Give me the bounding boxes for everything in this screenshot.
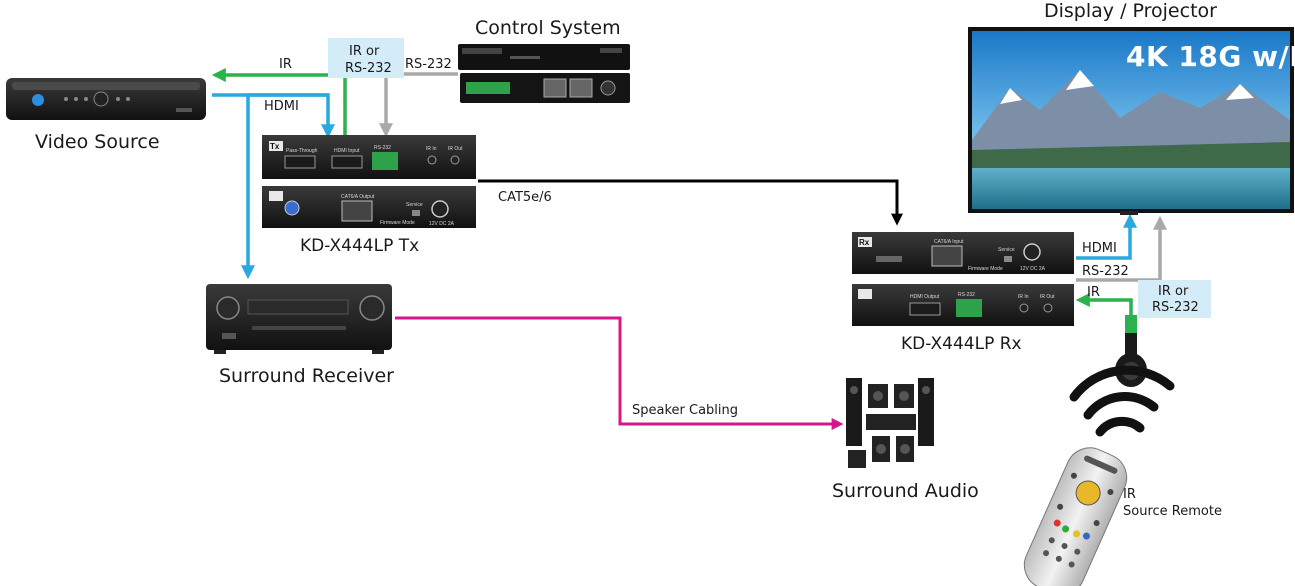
ir-or-rs232-rx-line1: IR or xyxy=(1158,284,1189,299)
rx-rs232-label: RS-232 xyxy=(958,292,975,298)
rx-rs232-port xyxy=(956,299,982,317)
tx-badge xyxy=(269,141,283,151)
display-label: Display / Projector xyxy=(1044,0,1217,22)
tx-ir-in-port xyxy=(427,155,437,165)
surround-receiver-label: Surround Receiver xyxy=(219,365,394,387)
speaker-cabling-wire xyxy=(395,316,844,430)
rx-cat-input-port xyxy=(931,245,963,267)
rx-cat-input-label: CAT6/A Input xyxy=(934,239,964,245)
cat-tx-to-rx-wire xyxy=(478,179,903,226)
tx-rs232-label: RS-232 xyxy=(374,145,391,151)
rx-ir-out-port xyxy=(1043,303,1053,313)
receiver-volume-knob xyxy=(359,295,385,321)
tx-firmware-mode-label: Firmware Mode xyxy=(380,220,415,226)
tx-label: KD-X444LP Tx xyxy=(300,236,419,256)
rx-device: Rx CAT6/A Input Firmware Mode Service 12… xyxy=(852,232,1074,326)
rx-hdmi-output-label: HDMI Output xyxy=(910,294,940,300)
display-device: 4K 18G w/HDR xyxy=(968,27,1295,215)
hdmi-rx-to-display-wire xyxy=(1076,213,1137,260)
video-source-label: Video Source xyxy=(35,131,160,153)
rx-badge xyxy=(858,237,872,247)
rx-ir-in-port xyxy=(1019,303,1029,313)
surround-audio-label: Surround Audio xyxy=(832,480,979,502)
tx-badge-text: Tx xyxy=(270,142,280,151)
rx-firmware-mode-label: Firmware Mode xyxy=(968,266,1003,272)
video-source-device xyxy=(6,78,206,120)
rx-ir-out-label: IR Out xyxy=(1040,294,1055,300)
surround-audio-speakers xyxy=(846,378,934,468)
tx-power-port xyxy=(431,200,449,218)
control-system-label: Control System xyxy=(475,17,621,39)
rs232-tx-wire-label: RS-232 xyxy=(405,57,452,72)
tx-ir-in-label: IR In xyxy=(426,146,437,152)
tx-service-label: Service xyxy=(406,202,423,208)
tx-hdmi-input-label: HDMI Input xyxy=(334,148,360,154)
ir-source-remote xyxy=(1023,447,1128,586)
cat-wire-label: CAT5e/6 xyxy=(498,190,552,205)
rx-ir-in-label: IR In xyxy=(1018,294,1029,300)
ir-tx-wire-label: IR xyxy=(279,57,292,72)
tx-edid-button-icon xyxy=(284,200,300,216)
receiver-input-knob xyxy=(216,296,240,320)
ir-remote-label-line1: IR xyxy=(1123,487,1136,502)
ir-or-rs232-tx-line2: RS-232 xyxy=(345,61,392,76)
rx-hdmi-output-port xyxy=(909,302,941,316)
tx-rs232-port xyxy=(372,152,398,170)
tx-pass-through-port xyxy=(284,155,316,169)
rx-badge-text: Rx xyxy=(859,238,870,247)
speaker-cabling-label: Speaker Cabling xyxy=(632,403,738,418)
ir-remote-label-line2: Source Remote xyxy=(1123,504,1222,519)
rs232-rx-wire-label: RS-232 xyxy=(1082,264,1129,279)
tx-cat-output-label: CAT6/A Output xyxy=(341,194,375,200)
wires xyxy=(211,68,1167,430)
rx-power-label: 12V DC 2A xyxy=(1020,266,1046,272)
rs232-control-to-tx-wire xyxy=(379,72,458,138)
surround-receiver-device xyxy=(206,284,392,354)
ir-or-rs232-tx-line1: IR or xyxy=(349,44,380,59)
rx-service-label: Service xyxy=(998,247,1015,253)
hdmi-tx-wire-label: HDMI xyxy=(264,99,299,114)
hdmi-rx-wire-label: HDMI xyxy=(1082,241,1117,256)
rx-label: KD-X444LP Rx xyxy=(901,334,1022,354)
rx-power-port xyxy=(1023,243,1041,261)
ir-signal-icon xyxy=(1069,365,1175,437)
ir-sensor-to-rx-wire xyxy=(1075,293,1133,318)
tx-ir-out-port xyxy=(450,155,460,165)
control-system-device xyxy=(458,44,630,103)
hdmi-tx-to-receiver-wire xyxy=(241,93,328,280)
ir-or-rs232-rx-callout xyxy=(1138,280,1211,318)
tx-power-label: 12V DC 2A xyxy=(429,221,455,227)
tx-ir-out-label: IR Out xyxy=(448,146,463,152)
ir-or-rs232-tx-callout xyxy=(328,38,404,78)
tx-cat-output-port xyxy=(341,200,373,222)
ir-or-rs232-rx-line2: RS-232 xyxy=(1152,300,1199,315)
tv-screen-text: 4K 18G w/HDR xyxy=(1126,40,1295,73)
tx-device: Tx Pass-Through HDMI Input RS-232 IR In … xyxy=(262,135,476,228)
ir-rx-wire-label: IR xyxy=(1087,285,1100,300)
tx-pass-through-label: Pass-Through xyxy=(286,148,318,154)
tx-hdmi-input-port xyxy=(331,155,363,169)
